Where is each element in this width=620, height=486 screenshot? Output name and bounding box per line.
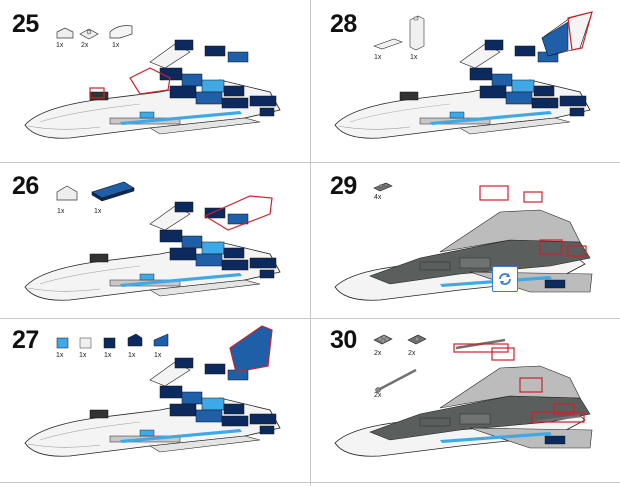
jet-model (24, 39, 281, 139)
horizontal-divider-top (0, 162, 620, 163)
part-qty: 1x (94, 208, 102, 215)
brick-1x1x3-white-icon (409, 15, 425, 51)
rotate-model-icon (492, 266, 518, 292)
curved-slope-white-icon (109, 25, 133, 39)
part-qty: 4x (374, 194, 382, 201)
part-qty: 1x (112, 42, 120, 49)
jet-model (24, 195, 281, 301)
step-number: 26 (12, 172, 39, 200)
jet-model (24, 325, 281, 457)
part-qty: 1x (56, 42, 64, 49)
step-28: 28 1x 1x (310, 0, 620, 160)
bar-gray-icon (375, 368, 417, 393)
slope-dark-blue-icon (153, 333, 169, 347)
part-qty: 1x (410, 54, 418, 61)
step-number: 28 (330, 10, 357, 38)
step-25: 25 1x 2x 1x (0, 0, 310, 160)
slope-white-icon (56, 27, 74, 39)
step-27: 27 1x 1x 1x 1x 1x (0, 318, 310, 478)
part-qty: 1x (56, 352, 64, 359)
part-qty: 2x (81, 42, 89, 49)
step-number: 27 (12, 326, 39, 354)
part-qty: 2x (374, 392, 382, 399)
step-number: 29 (330, 172, 357, 200)
brick-1x1-light-blue-icon (56, 337, 69, 349)
part-qty: 1x (374, 54, 382, 61)
slope-white-icon (56, 185, 78, 201)
brick-1x1-dark-blue-icon (103, 337, 116, 349)
step-29: 29 4x (310, 162, 620, 322)
vertical-divider (310, 0, 311, 486)
plate-2x2-gray-icon (373, 334, 393, 345)
jet-model (334, 11, 593, 139)
bottom-edge-divider (0, 482, 620, 483)
brick-1x4-dark-blue-icon (91, 181, 135, 202)
brick-1x1-white-icon (79, 337, 92, 349)
step-26: 26 1x 1x (0, 162, 310, 322)
step-number: 30 (330, 326, 357, 354)
part-qty: 1x (57, 208, 65, 215)
part-qty: 2x (408, 350, 416, 357)
part-qty: 1x (154, 352, 162, 359)
step-number: 25 (12, 10, 39, 38)
horizontal-divider-bottom (0, 318, 620, 319)
part-qty: 1x (128, 352, 136, 359)
part-qty: 2x (374, 350, 382, 357)
tile-1x2-white-icon (373, 38, 403, 50)
jet-model (334, 185, 593, 301)
plate-1x2-gray-icon (373, 182, 393, 192)
part-qty: 1x (104, 352, 112, 359)
plate-clip-white-icon (79, 28, 99, 40)
step-30: 30 2x 2x 2x (310, 318, 620, 478)
jet-model (334, 338, 593, 457)
slope-dark-blue-icon (127, 333, 143, 347)
part-qty: 1x (79, 352, 87, 359)
plate-clip-gray-icon (407, 334, 427, 345)
